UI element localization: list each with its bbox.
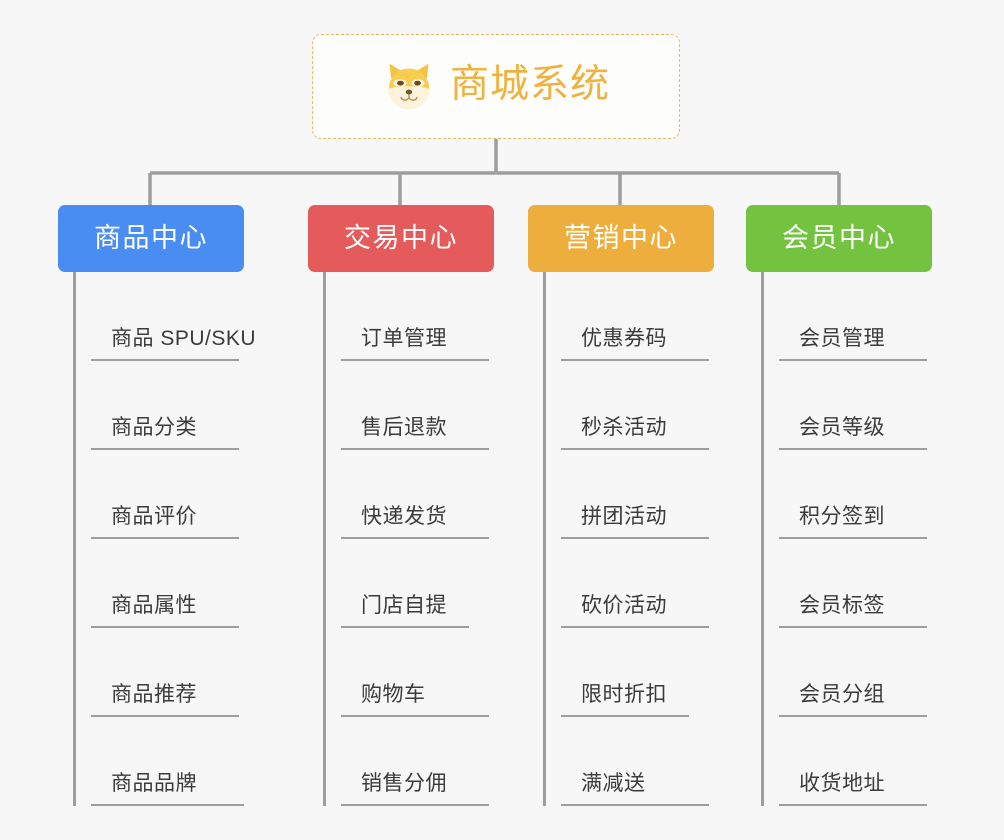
root-title: 商城系统 (449, 63, 610, 106)
list-item[interactable]: 销售分佣 (323, 717, 494, 806)
leaf-label: 优惠券码 (561, 327, 709, 361)
list-item[interactable]: 满减送 (543, 717, 714, 806)
list-item[interactable]: 快递发货 (323, 450, 494, 539)
list-item[interactable]: 会员管理 (761, 272, 932, 361)
leaf-label: 会员标签 (779, 594, 927, 628)
category-column-trade: 交易中心 订单管理 售后退款 快递发货 门店自提 购物车 销售分佣 (308, 205, 494, 806)
category-column-product: 商品中心 商品 SPU/SKU 商品分类 商品评价 商品属性 商品推荐 商品品牌 (58, 205, 256, 806)
leaf-label: 订单管理 (341, 327, 489, 361)
list-item[interactable]: 会员等级 (761, 361, 932, 450)
category-title: 交易中心 (344, 223, 458, 253)
column-spine (323, 272, 326, 806)
list-item[interactable]: 砍价活动 (543, 539, 714, 628)
column-spine (761, 272, 764, 806)
list-item[interactable]: 售后退款 (323, 361, 494, 450)
list-item[interactable]: 收货地址 (761, 717, 932, 806)
list-item[interactable]: 会员分组 (761, 628, 932, 717)
leaf-label: 商品分类 (91, 416, 239, 450)
list-item[interactable]: 拼团活动 (543, 450, 714, 539)
category-header-member[interactable]: 会员中心 (746, 205, 932, 272)
column-spine (73, 272, 76, 806)
category-title: 商品中心 (94, 223, 208, 253)
leaf-label: 快递发货 (341, 505, 489, 539)
list-item[interactable]: 商品分类 (73, 361, 244, 450)
leaf-label: 购物车 (341, 683, 489, 717)
list-item[interactable]: 优惠券码 (543, 272, 714, 361)
leaf-label: 商品评价 (91, 505, 239, 539)
leaf-label: 销售分佣 (341, 772, 489, 806)
leaf-list-trade: 订单管理 售后退款 快递发货 门店自提 购物车 销售分佣 (308, 272, 494, 806)
list-item[interactable]: 限时折扣 (543, 628, 714, 717)
leaf-label: 商品属性 (91, 594, 239, 628)
leaf-label: 拼团活动 (561, 505, 709, 539)
leaf-label: 收货地址 (779, 772, 927, 806)
category-column-marketing: 营销中心 优惠券码 秒杀活动 拼团活动 砍价活动 限时折扣 满减送 (528, 205, 714, 806)
leaf-label: 商品 SPU/SKU (91, 327, 256, 361)
root-node[interactable]: 商城系统 (312, 34, 680, 139)
list-item[interactable]: 订单管理 (323, 272, 494, 361)
category-header-product[interactable]: 商品中心 (58, 205, 244, 272)
leaf-list-marketing: 优惠券码 秒杀活动 拼团活动 砍价活动 限时折扣 满减送 (528, 272, 714, 806)
category-header-trade[interactable]: 交易中心 (308, 205, 494, 272)
list-item[interactable]: 商品属性 (73, 539, 244, 628)
list-item[interactable]: 商品推荐 (73, 628, 244, 717)
list-item[interactable]: 积分签到 (761, 450, 932, 539)
list-item[interactable]: 秒杀活动 (543, 361, 714, 450)
leaf-label: 砍价活动 (561, 594, 709, 628)
leaf-list-member: 会员管理 会员等级 积分签到 会员标签 会员分组 收货地址 (746, 272, 932, 806)
leaf-list-product: 商品 SPU/SKU 商品分类 商品评价 商品属性 商品推荐 商品品牌 (58, 272, 256, 806)
category-title: 营销中心 (564, 223, 678, 253)
list-item[interactable]: 门店自提 (323, 539, 494, 628)
leaf-label: 积分签到 (779, 505, 927, 539)
list-item[interactable]: 商品评价 (73, 450, 244, 539)
leaf-label: 限时折扣 (561, 683, 689, 717)
list-item[interactable]: 商品品牌 (73, 717, 244, 806)
list-item[interactable]: 购物车 (323, 628, 494, 717)
list-item[interactable]: 商品 SPU/SKU (73, 272, 256, 361)
leaf-label: 会员管理 (779, 327, 927, 361)
category-header-marketing[interactable]: 营销中心 (528, 205, 714, 272)
leaf-label: 会员等级 (779, 416, 927, 450)
category-column-member: 会员中心 会员管理 会员等级 积分签到 会员标签 会员分组 收货地址 (746, 205, 932, 806)
column-spine (543, 272, 546, 806)
leaf-label: 售后退款 (341, 416, 489, 450)
leaf-label: 商品品牌 (91, 772, 244, 806)
shiba-dog-icon (382, 62, 436, 114)
leaf-label: 门店自提 (341, 594, 469, 628)
leaf-label: 会员分组 (779, 683, 927, 717)
list-item[interactable]: 会员标签 (761, 539, 932, 628)
leaf-label: 商品推荐 (91, 683, 239, 717)
category-title: 会员中心 (782, 223, 896, 253)
leaf-label: 秒杀活动 (561, 416, 709, 450)
leaf-label: 满减送 (561, 772, 709, 806)
